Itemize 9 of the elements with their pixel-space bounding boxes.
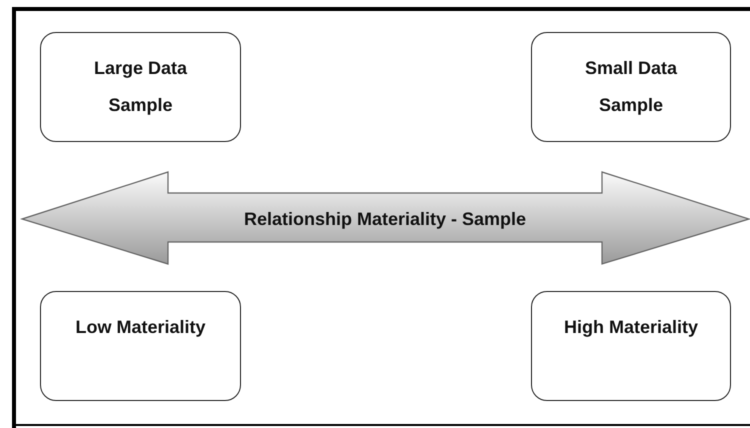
node-label: Small Data Sample [584, 57, 678, 117]
node-label: Large Data Sample [92, 57, 188, 117]
node-label: Low Materiality [75, 316, 206, 339]
rounded-box [531, 291, 731, 401]
rounded-box [40, 291, 241, 401]
node-label: Relationship Materiality - Sample [244, 208, 526, 230]
rounded-box [40, 32, 241, 142]
rounded-box [531, 32, 731, 142]
node-label: High Materiality [564, 316, 698, 339]
